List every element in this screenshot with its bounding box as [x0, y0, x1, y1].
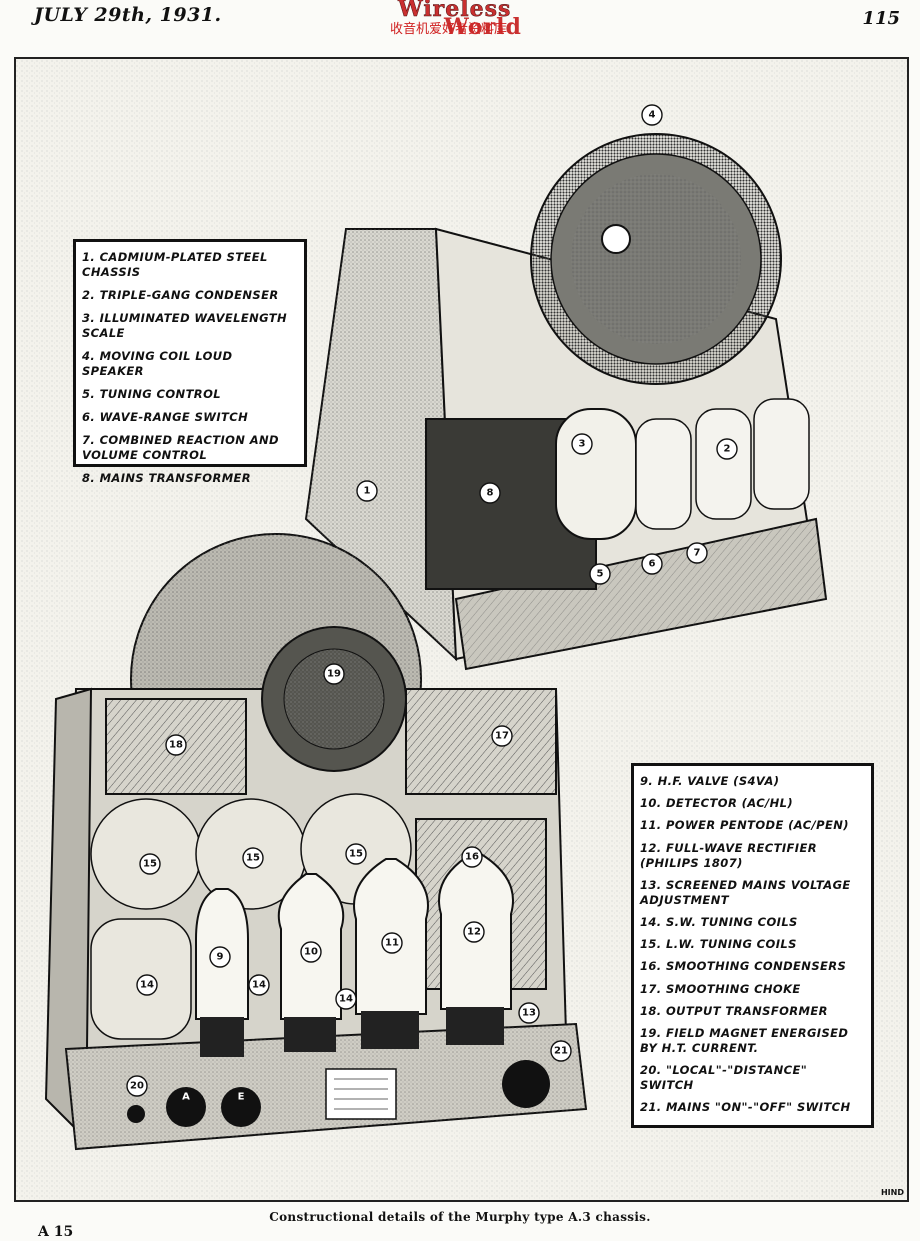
callout-3: 3 [579, 439, 586, 450]
callout-15b: 15 [246, 853, 260, 864]
page-number: 115 [862, 8, 900, 29]
artist-signature: HIND [880, 1188, 904, 1197]
legend-item-8: 8. MAINS TRANSFORMER [82, 471, 252, 485]
knob-label-a: A [182, 1092, 190, 1103]
callout-13: 13 [522, 1008, 536, 1019]
callout-14b: 14 [252, 980, 266, 991]
callout-20: 20 [130, 1081, 144, 1092]
issue-date: JULY 29th, 1931. [34, 4, 222, 26]
legend-item-12: 12. FULL-WAVE RECTIFIER (PHILIPS 1807) [640, 840, 817, 870]
callout-19: 19 [327, 669, 341, 680]
legend-item-14: 14. S.W. TUNING COILS [640, 914, 798, 929]
callout-5: 5 [597, 569, 604, 580]
masthead-logo: Wireless World 收音机爱好者资料库 [390, 0, 528, 44]
legend-item-18: 18. OUTPUT TRANSFORMER [640, 1003, 828, 1018]
knob-label-e: E [238, 1092, 245, 1103]
legend-item-11: 11. POWER PENTODE (AC/PEN) [640, 818, 849, 833]
callout-6: 6 [649, 559, 656, 570]
callout-15a: 15 [143, 859, 157, 870]
legend-item-17: 17. SMOOTHING CHOKE [640, 981, 801, 996]
callout-16a: 16 [465, 852, 479, 863]
callout-7: 7 [694, 548, 701, 559]
legend-item-3: 3. ILLUMINATED WAVELENGTH SCALE [82, 311, 288, 340]
legend-item-10: 10. DETECTOR (AC/HL) [640, 796, 794, 811]
illustration-frame: 1 2 3 4 5 6 7 8 9 10 11 12 13 14 14 14 1… [14, 57, 909, 1202]
legend-item-15: 15. L.W. TUNING COILS [640, 937, 797, 952]
masthead-line1: Wireless [398, 0, 512, 22]
legend-box-lower: 9. H.F. VALVE (S4VA) 10. DETECTOR (AC/HL… [631, 763, 874, 1128]
lower-chassis-drawing [44, 533, 588, 1151]
chassis-illustration: 1 2 3 4 5 6 7 8 9 10 11 12 13 14 14 14 1… [16, 59, 907, 1200]
legend-item-4: 4. MOVING COIL LOUD SPEAKER [82, 349, 233, 378]
callout-9: 9 [217, 952, 224, 963]
callout-4: 4 [649, 110, 656, 121]
legend-item-2: 2. TRIPLE-GANG CONDENSER [82, 288, 279, 302]
legend-item-21: 21. MAINS "ON"-"OFF" SWITCH [640, 1100, 851, 1115]
callout-1: 1 [364, 486, 371, 497]
legend-item-5: 5. TUNING CONTROL [82, 387, 221, 401]
callout-21: 21 [554, 1046, 568, 1057]
callout-14a: 14 [140, 980, 154, 991]
upper-chassis-drawing [304, 133, 828, 671]
callout-18: 18 [169, 740, 183, 751]
callout-2: 2 [724, 444, 731, 455]
legend-item-13: 13. SCREENED MAINS VOLTAGE ADJUSTMENT [640, 877, 851, 907]
legend-item-19: 19. FIELD MAGNET ENERGISED BY H.T. CURRE… [640, 1025, 849, 1055]
legend-item-16: 16. SMOOTHING CONDENSERS [640, 959, 847, 974]
page-footer: A 15 [38, 1224, 74, 1240]
callout-14c: 14 [339, 994, 353, 1005]
callout-17: 17 [495, 731, 509, 742]
callout-12: 12 [467, 927, 481, 938]
figure-caption: Constructional details of the Murphy typ… [269, 1210, 651, 1224]
callout-15c: 15 [349, 849, 363, 860]
legend-item-1: 1. CADMIUM-PLATED STEEL CHASSIS [82, 250, 268, 279]
callout-8: 8 [487, 488, 494, 499]
masthead-overlay-text: 收音机爱好者资料库 [390, 22, 508, 37]
legend-item-7: 7. COMBINED REACTION AND VOLUME CONTROL [82, 433, 280, 462]
legend-item-6: 6. WAVE-RANGE SWITCH [82, 410, 249, 424]
callout-10: 10 [304, 947, 318, 958]
masthead-line2: World [444, 14, 522, 40]
legend-box-upper: 1. CADMIUM-PLATED STEEL CHASSIS 2. TRIPL… [73, 239, 307, 485]
callouts: 1 2 3 4 5 6 7 8 9 10 11 12 13 14 14 14 1… [126, 104, 738, 1103]
legend-item-9: 9. H.F. VALVE (S4VA) [640, 774, 780, 788]
callout-11: 11 [385, 938, 399, 949]
legend-item-20: 20. "LOCAL"-"DISTANCE" SWITCH [640, 1063, 808, 1093]
